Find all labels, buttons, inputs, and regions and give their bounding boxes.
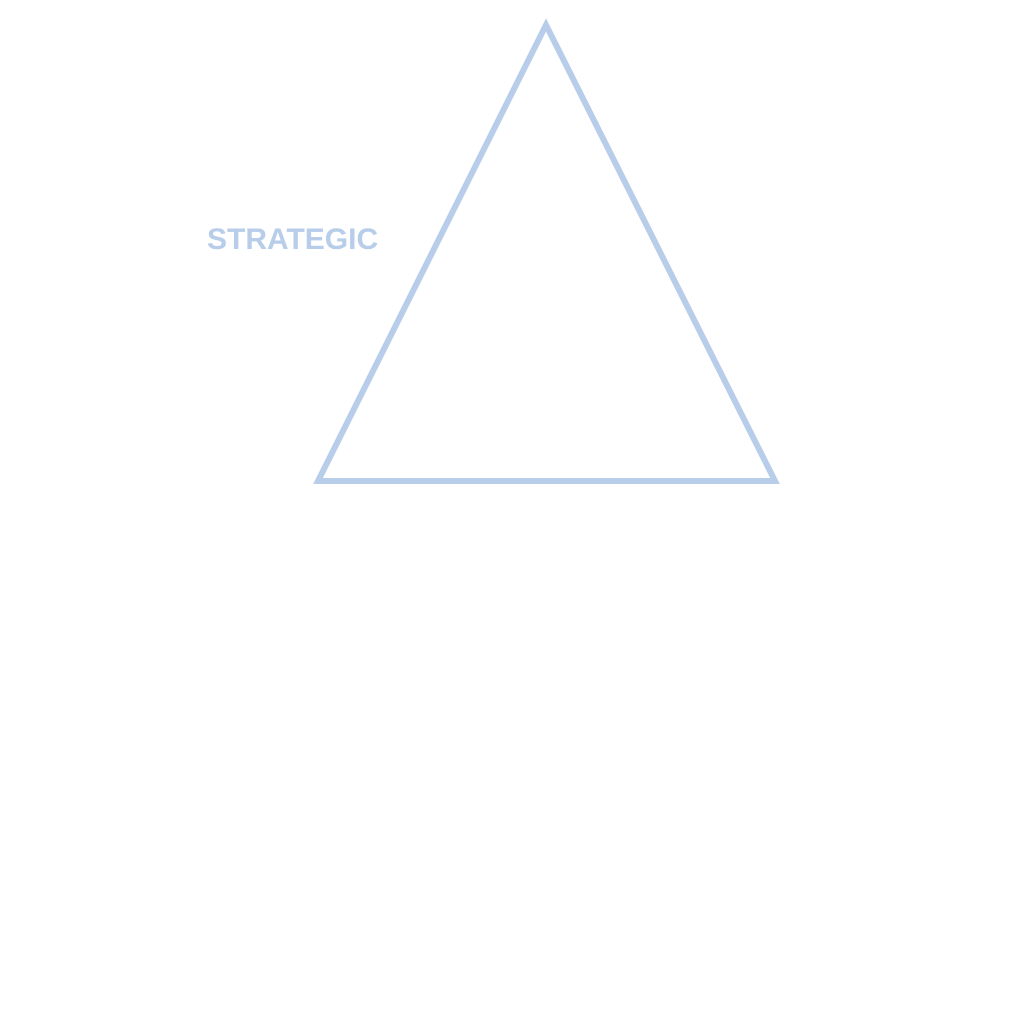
triangle-outline [313,18,780,484]
strategic-label: STRATEGIC [207,223,379,256]
